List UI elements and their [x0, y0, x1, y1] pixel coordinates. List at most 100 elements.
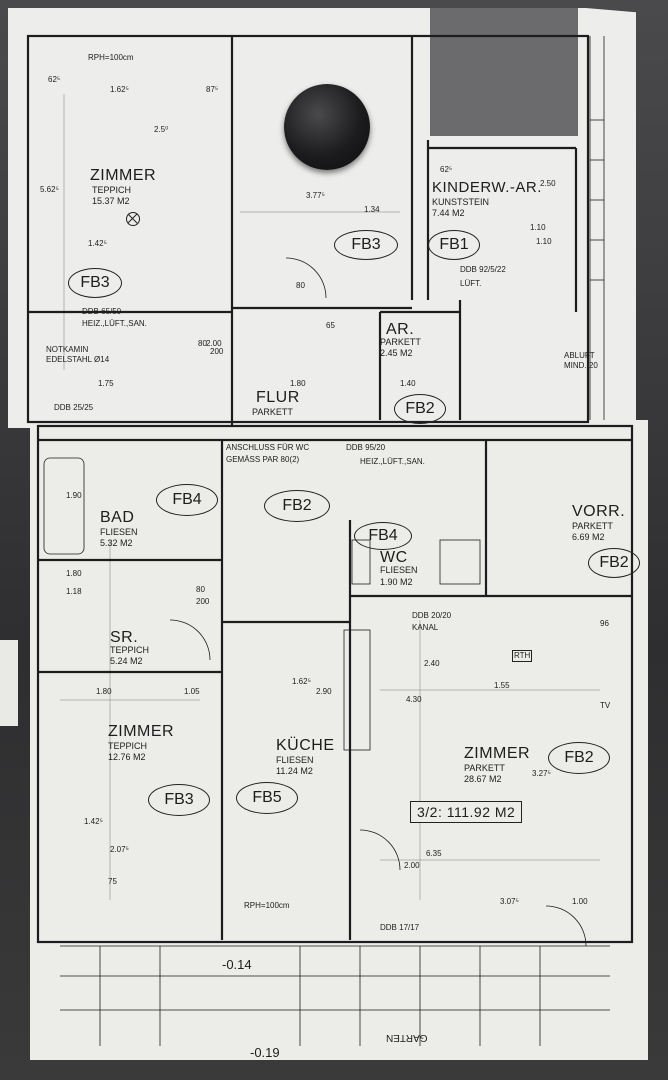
abluft-sub-label: MIND. 20 — [564, 361, 598, 370]
level-marker-2: -0.19 — [250, 1045, 280, 1060]
fb-badge-ar: FB2 — [394, 394, 446, 424]
fb-badge-zimmer-top: FB3 — [68, 268, 122, 298]
dimension-label: 200 — [196, 597, 210, 606]
dimension-label: 2.90 — [316, 687, 332, 696]
magnet-knob — [284, 84, 370, 170]
fb-badge-zimmer-left: FB3 — [148, 784, 210, 816]
ddb-1717-label: DDB 17/17 — [380, 923, 420, 932]
room-floor-zimmer-top: TEPPICH — [92, 185, 132, 195]
ddb-9520-label: DDB 95/20 — [346, 443, 386, 452]
room-area-zimmer-main: 28.67 M2 — [464, 774, 502, 784]
room-floor-vorr: PARKETT — [572, 521, 613, 531]
dimension-label: 1.62⁵ — [292, 677, 311, 686]
fb-badge-kueche: FB5 — [236, 782, 298, 814]
outer-wall-lower — [36, 424, 634, 944]
heiz-label-2: HEIZ.,LÜFT.,SAN. — [360, 457, 425, 466]
room-area-zimmer-top: 15.37 M2 — [92, 196, 130, 206]
floorplan-sheet-lower — [30, 420, 648, 1060]
dimension-label: 1.55 — [494, 681, 510, 690]
dimension-label: 75 — [108, 877, 117, 886]
dimension-label: 6.35 — [426, 849, 442, 858]
heiz-label-1: HEIZ.,LÜFT.,SAN. — [82, 319, 147, 328]
dimension-label: 1.90 — [66, 491, 82, 500]
dimension-label: 1.75 — [98, 379, 114, 388]
dimension-label: 87⁵ — [206, 85, 219, 94]
room-area-vorr: 6.69 M2 — [572, 532, 605, 542]
fb-badge-zimmer-main: FB2 — [548, 742, 610, 774]
room-area-bad: 5.32 M2 — [100, 538, 133, 548]
dimension-label: 1.42⁵ — [88, 239, 107, 248]
anschluss-label: ANSCHLUSS FÜR WC — [226, 443, 310, 452]
room-name-wc: WC — [380, 549, 408, 566]
dimension-label: 4.30 — [406, 695, 422, 704]
dimension-label: 3.77⁵ — [306, 191, 325, 200]
fb-badge-bad: FB4 — [156, 484, 218, 516]
adjacent-paper-edge — [0, 640, 18, 726]
level-marker-1: -0.14 — [222, 957, 252, 972]
room-name-zimmer-main: ZIMMER — [464, 745, 531, 762]
dimension-label: 3.27⁵ — [532, 769, 551, 778]
room-area-ar: 2.45 M2 — [380, 348, 413, 358]
fb-badge-bath-top: FB3 — [334, 230, 398, 260]
dimension-label: 2.07⁵ — [110, 845, 129, 854]
dimension-label: 1.62⁵ — [110, 85, 129, 94]
ceiling-light-icon — [126, 212, 140, 226]
dimension-label: 2.40 — [424, 659, 440, 668]
rth-label: RTH — [512, 650, 533, 662]
total-area-box: 3/2: 111.92 M2 — [410, 801, 523, 823]
dimension-label: 1.10 — [536, 237, 552, 246]
dimension-label: 2.00 — [206, 339, 222, 348]
dimension-label: 1.42⁵ — [84, 817, 103, 826]
outer-wall-upper — [26, 34, 590, 424]
room-floor-kinder: KUNSTSTEIN — [432, 197, 490, 207]
room-floor-zimmer-left: TEPPICH — [108, 741, 148, 751]
dimension-label: 5.62⁵ — [40, 185, 59, 194]
dimension-label: 80 — [296, 281, 305, 290]
kanal-label: KANAL — [412, 623, 439, 632]
room-name-bad: BAD — [100, 509, 135, 526]
rph-label-bottom: RPH=100cm — [244, 901, 290, 910]
dimension-label: 96 — [600, 619, 609, 628]
room-floor-zimmer-main: PARKETT — [464, 763, 505, 773]
dimension-label: 200 — [210, 347, 224, 356]
edelstahl-label: EDELSTAHL Ø14 — [46, 355, 110, 364]
dimension-label: 3.07⁵ — [500, 897, 519, 906]
ddb-6550-label: DDB 65/50 — [82, 307, 122, 316]
torn-corner — [430, 8, 578, 136]
room-name-zimmer-top: ZIMMER — [90, 167, 157, 184]
dimension-label: 1.40 — [400, 379, 416, 388]
fb-badge-wc: FB4 — [354, 522, 412, 550]
room-floor-flur: PARKETT — [252, 407, 293, 417]
dimension-label: 1.00 — [572, 897, 588, 906]
anschluss-sub-label: GEMÄSS PAR 80(2) — [226, 455, 300, 464]
dimension-label: 1.80 — [290, 379, 306, 388]
room-area-sr: 5.24 M2 — [110, 656, 143, 666]
ddb-9522-label: DDB 92/5/22 — [460, 265, 506, 274]
room-floor-bad: FLIESEN — [100, 527, 138, 537]
abluft-label: ABLUFT — [564, 351, 595, 360]
lueft-label: LÜFT. — [460, 279, 482, 288]
dimension-label: 1.10 — [530, 223, 546, 232]
ddb-2020-label: DDB 20/20 — [412, 611, 452, 620]
room-name-vorr: VORR. — [572, 503, 626, 520]
dimension-label: 1.34 — [364, 205, 380, 214]
dimension-label: 80 — [196, 585, 205, 594]
dimension-label: 1.80 — [66, 569, 82, 578]
room-name-kinder: KINDERW.-AR. — [432, 179, 542, 196]
dimension-label: 2.00 — [404, 861, 420, 870]
fb-badge-kinder: FB1 — [428, 230, 480, 260]
dimension-label: 80 — [198, 339, 207, 348]
tv-label: TV — [600, 701, 611, 710]
room-name-flur: FLUR — [256, 389, 300, 406]
notkamin-label: NOTKAMIN — [46, 345, 89, 354]
fb-badge-flur: FB2 — [264, 490, 330, 522]
rph-label-top: RPH=100cm — [88, 53, 134, 62]
fb-badge-vorr: FB2 — [588, 548, 640, 578]
room-name-sr: SR. — [110, 629, 139, 646]
ddb-2525-label: DDB 25/25 — [54, 403, 94, 412]
room-floor-sr: TEPPICH — [110, 645, 150, 655]
room-floor-kueche: FLIESEN — [276, 755, 314, 765]
dimension-label: 62⁵ — [440, 165, 453, 174]
dimension-label: 2.50 — [540, 179, 556, 188]
room-floor-ar: PARKETT — [380, 337, 421, 347]
